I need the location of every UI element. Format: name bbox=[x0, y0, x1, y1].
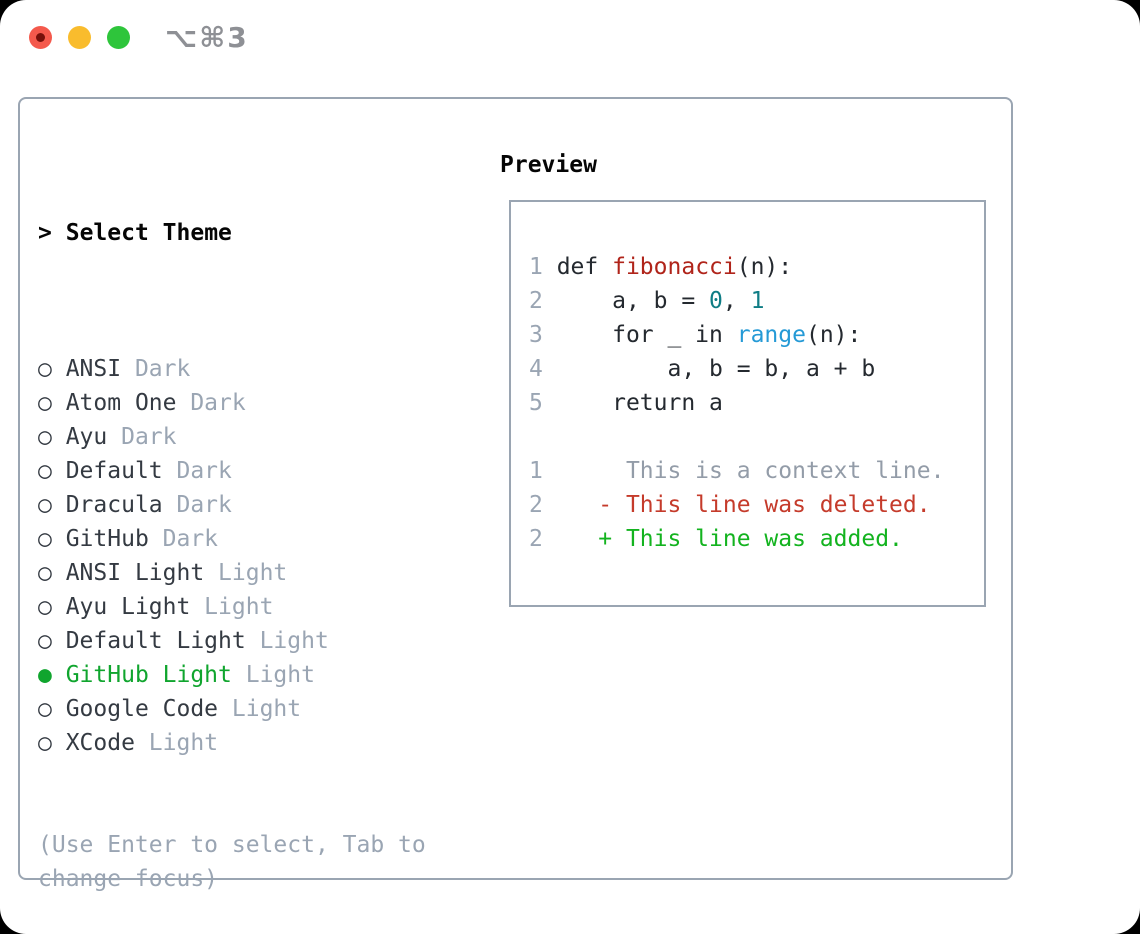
theme-variant-tag: Dark bbox=[162, 458, 232, 484]
theme-name: GitHub bbox=[65, 526, 149, 552]
radio-unselected-icon: ○ bbox=[38, 526, 66, 552]
theme-variant-tag: Light bbox=[218, 696, 302, 722]
traffic-lights bbox=[29, 26, 130, 49]
help-text-line2: change focus) bbox=[38, 866, 219, 892]
theme-option-atom-one[interactable]: ○ Atom One Dark bbox=[38, 386, 329, 420]
line-number: 2 bbox=[529, 492, 543, 518]
theme-variant-tag: Light bbox=[190, 594, 274, 620]
apply-to-header: Apply To bbox=[38, 930, 329, 934]
preview-line: 4 a, b = b, a + b bbox=[529, 352, 984, 386]
code-token: a, b = bbox=[542, 288, 710, 314]
theme-name: Google Code bbox=[65, 696, 219, 722]
code-token: 0 bbox=[709, 288, 723, 314]
code-token: , bbox=[722, 288, 751, 314]
help-text-line1: (Use Enter to select, Tab to bbox=[38, 832, 426, 858]
theme-name: ANSI Light bbox=[65, 560, 205, 586]
theme-name: Dracula bbox=[65, 492, 163, 518]
preview-line: 3 for _ in range(n): bbox=[529, 318, 984, 352]
theme-variant-tag: Light bbox=[231, 662, 315, 688]
theme-variant-tag: Light bbox=[204, 560, 288, 586]
radio-unselected-icon: ○ bbox=[38, 594, 66, 620]
preview-line: 2 - This line was deleted. bbox=[529, 488, 984, 522]
theme-option-ansi-light[interactable]: ○ ANSI Light Light bbox=[38, 556, 329, 590]
preview-line: 2 + This line was added. bbox=[529, 522, 984, 556]
theme-name: ANSI bbox=[65, 356, 122, 382]
theme-variant-tag: Light bbox=[134, 730, 219, 756]
code-token: - This line was deleted. bbox=[542, 492, 931, 518]
code-token: (n): bbox=[736, 254, 793, 280]
line-number: 1 bbox=[529, 254, 543, 280]
theme-option-ansi[interactable]: ○ ANSI Dark bbox=[38, 352, 329, 386]
code-token: range bbox=[736, 322, 806, 348]
preview-line: 5 return a bbox=[529, 386, 984, 420]
header-cursor-marker: > bbox=[38, 220, 52, 246]
theme-name: XCode bbox=[65, 730, 135, 756]
select-theme-header: > Select Theme bbox=[38, 216, 329, 250]
theme-name: GitHub Light bbox=[65, 662, 232, 688]
preview-line: 1 This is a context line. bbox=[529, 454, 984, 488]
theme-name: Ayu Light bbox=[65, 594, 191, 620]
close-button[interactable] bbox=[29, 26, 52, 49]
radio-unselected-icon: ○ bbox=[38, 356, 66, 382]
theme-option-github-light[interactable]: ● GitHub Light Light bbox=[38, 658, 329, 692]
radio-unselected-icon: ○ bbox=[38, 390, 66, 416]
line-number: 3 bbox=[529, 322, 543, 348]
radio-selected-icon: ● bbox=[38, 662, 66, 688]
theme-variant-tag: Dark bbox=[148, 526, 219, 552]
theme-options-container: ○ ANSI Dark○ Atom One Dark○ Ayu Dark○ De… bbox=[38, 352, 329, 760]
theme-option-xcode[interactable]: ○ XCode Light bbox=[38, 726, 329, 760]
code-token: This is a context line. bbox=[542, 458, 945, 484]
theme-variant-tag: Dark bbox=[107, 424, 177, 450]
line-number: 1 bbox=[529, 458, 543, 484]
select-theme-header-label: Select Theme bbox=[65, 220, 232, 246]
radio-unselected-icon: ○ bbox=[38, 424, 66, 450]
radio-unselected-icon: ○ bbox=[38, 628, 66, 654]
theme-variant-tag: Dark bbox=[176, 390, 246, 416]
theme-name: Ayu bbox=[65, 424, 108, 450]
preview-line: 2 a, b = 0, 1 bbox=[529, 284, 984, 318]
radio-unselected-icon: ○ bbox=[38, 458, 66, 484]
theme-option-default[interactable]: ○ Default Dark bbox=[38, 454, 329, 488]
code-token: + This line was added. bbox=[542, 526, 903, 552]
theme-picker-panel: > Select Theme ○ ANSI Dark○ Atom One Dar… bbox=[18, 97, 1013, 892]
theme-name: Atom One bbox=[65, 390, 177, 416]
radio-unselected-icon: ○ bbox=[38, 696, 66, 722]
theme-name: Default Light bbox=[65, 628, 246, 654]
theme-option-google-code[interactable]: ○ Google Code Light bbox=[38, 692, 329, 726]
code-token: return a bbox=[542, 390, 723, 416]
line-number: 2 bbox=[529, 288, 543, 314]
theme-option-ayu-light[interactable]: ○ Ayu Light Light bbox=[38, 590, 329, 624]
line-number: 4 bbox=[529, 356, 543, 382]
line-number: 5 bbox=[529, 390, 543, 416]
code-token: (n): bbox=[805, 322, 862, 348]
code-token: def bbox=[542, 254, 613, 280]
theme-variant-tag: Dark bbox=[162, 492, 232, 518]
theme-variant-tag: Light bbox=[245, 628, 329, 654]
code-token: 1 bbox=[750, 288, 765, 314]
theme-variant-tag: Dark bbox=[121, 356, 191, 382]
line-number: 2 bbox=[529, 526, 543, 552]
preview-line bbox=[529, 420, 984, 454]
preview-header: Preview bbox=[500, 152, 597, 178]
radio-unselected-icon: ○ bbox=[38, 730, 66, 756]
code-token: a, b = b, a + b bbox=[542, 356, 876, 382]
preview-line: 1 def fibonacci(n): bbox=[529, 250, 984, 284]
theme-list: > Select Theme ○ ANSI Dark○ Atom One Dar… bbox=[38, 148, 329, 934]
zoom-button[interactable] bbox=[107, 26, 130, 49]
window-title-shortcut: ⌥⌘3 bbox=[165, 21, 249, 54]
theme-name: Default bbox=[65, 458, 163, 484]
unsaved-changes-dot bbox=[36, 33, 45, 42]
theme-option-default-light[interactable]: ○ Default Light Light bbox=[38, 624, 329, 658]
radio-unselected-icon: ○ bbox=[38, 492, 66, 518]
help-text: (Use Enter to select, Tab to change focu… bbox=[38, 828, 426, 896]
minimize-button[interactable] bbox=[68, 26, 91, 49]
theme-option-ayu[interactable]: ○ Ayu Dark bbox=[38, 420, 329, 454]
theme-option-github[interactable]: ○ GitHub Dark bbox=[38, 522, 329, 556]
theme-option-dracula[interactable]: ○ Dracula Dark bbox=[38, 488, 329, 522]
radio-unselected-icon: ○ bbox=[38, 560, 66, 586]
code-token: fibonacci bbox=[612, 254, 737, 280]
code-token: for _ in bbox=[542, 322, 737, 348]
